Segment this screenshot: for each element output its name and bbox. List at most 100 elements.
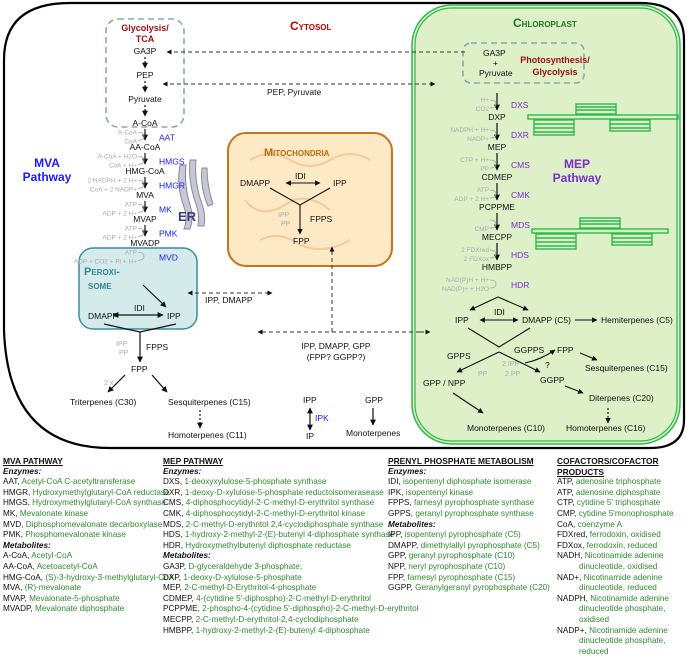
legend-abbr: GPP, <box>388 551 409 560</box>
legend-entry: NADPH, Nicotinamide adenine dinucleotide… <box>557 594 687 626</box>
legend-abbr: DXR, <box>163 488 185 497</box>
cofactor-in: H+ <box>481 97 490 104</box>
legend-prenyl: PRENYL PHOSPHATE METABOLISM Enzymes: IDI… <box>388 456 556 594</box>
gpp-npp: GPP / NPP <box>423 378 466 388</box>
legend-definition: ferrodoxin, oxidised <box>590 530 661 539</box>
gpps-label: GPPS <box>447 351 471 361</box>
legend-entry: CMS, 4-diphosphocytidyl-2-C-methyl-D-ery… <box>163 498 388 509</box>
metabolite-node: MVAP <box>133 214 157 224</box>
mep-ga3p: GA3P <box>483 48 506 58</box>
mito-fpp: FPP <box>293 236 310 246</box>
cofactor-in: ATP <box>125 225 137 232</box>
legend-definition: Nicotinamide adenine dinucleotide, reduc… <box>579 573 662 593</box>
legend-abbr: HMGS, <box>3 498 32 507</box>
legend-mep-enzymes: DXS, 1-deoxyxylulose-5-phosphate synthas… <box>163 477 388 551</box>
legend-definition: Mevalonate diphosphate <box>35 604 124 613</box>
mva-title-line1: MVA <box>34 156 60 170</box>
cofactor-in: 2 FDXred <box>461 247 489 254</box>
cofactor-out: CoA + 2 NADP+ <box>90 186 137 193</box>
legend-entry: AAT, Acetyl-CoA C-acetyltransferase <box>3 477 163 488</box>
chloroplast-title: Chloroplast <box>513 16 577 30</box>
legend-definition: ferrodoxin, reduced <box>587 541 658 550</box>
legend-definition: 2-C-methyl-D-erythritol 2,4-cyclodiphosp… <box>186 520 384 529</box>
sesquiterpenes-cytosol: Sesquiterpenes (C15) <box>168 397 251 407</box>
cofactor-in: NAD(P)H + H+ <box>446 277 489 284</box>
legend-abbr: HMGR, <box>3 488 33 497</box>
legend-abbr: CTP, <box>557 498 577 507</box>
legend-abbr: GA3P, <box>163 562 188 571</box>
legend-definition: isopentenyl pyrophosphate (C5) <box>405 530 521 539</box>
legend-entry: GA3P, D-glyceraldehyde 3-phosphate, <box>163 562 388 573</box>
legend-mep-title: MEP PATHWAY <box>163 456 388 467</box>
cytosol-ipp: IPP <box>303 395 317 405</box>
legend-abbr: FDXred, <box>557 530 590 539</box>
metabolite-node: HMG-CoA <box>125 166 165 176</box>
legend-definition: neryl pyrophosphate (C10) <box>408 562 505 571</box>
legend-entry: MEP, 2-C-methyl-D-Erythritol-4-phosphate <box>163 583 388 594</box>
enzyme-label: PMK <box>159 228 178 238</box>
mito-idi-label: IDI <box>295 171 306 181</box>
legend-abbr: GPPS, <box>388 509 415 518</box>
cofactor-in: CTP + H+ <box>460 157 489 164</box>
legend-abbr: AAT, <box>3 477 22 486</box>
legend-entry: HMG-CoA, (S)-3-hydroxy-3-methylglutaryl-… <box>3 573 163 584</box>
legend-cofactors-title: COFACTORS/COFACTOR PRODUCTS <box>557 456 687 477</box>
legend-entry: ATP, adenosine diphosphate <box>557 488 687 499</box>
diterpenes: Diterpenes (C20) <box>589 393 654 403</box>
legend-entry: DXR, 1-deoxy-D-xylulose-5-phosphate redu… <box>163 488 388 499</box>
legend-definition: 4-diphosphocytidyl-2-C-methyl-D-erythrit… <box>186 498 374 507</box>
legend-abbr: MVD, <box>3 520 26 529</box>
enzyme-label: HMGR <box>159 180 185 190</box>
transport-ipp-dmapp-label: IPP, DMAPP <box>205 295 253 305</box>
metabolite-node: A-CoA <box>132 118 157 128</box>
legend-abbr: CoA, <box>557 520 577 529</box>
legend-entry: IPK, isopentenyl kinase <box>388 488 556 499</box>
mitochondria-title: Mitochondria <box>264 147 330 159</box>
legend-abbr: NADPH, <box>557 594 590 603</box>
cofactor-out: ADP + CO2 + Pi + H+ <box>74 258 137 265</box>
mva-title-line2: Pathway <box>23 170 72 184</box>
metabolite-node: AA-CoA <box>130 142 161 152</box>
ipk-enzyme: IPK <box>315 413 329 423</box>
legend-entry: CoA, coenzyme A <box>557 520 687 531</box>
mva-fpps-label: FPPS <box>146 342 169 352</box>
legend-abbr: NADH, <box>557 551 585 560</box>
enzyme-label: AAT <box>159 132 175 142</box>
legend-entry: DXP, 1-deoxy-D-xylulose-5-phosphate <box>163 573 388 584</box>
metabolite-node: MVA <box>136 190 154 200</box>
legend-entry: AA-CoA, Acetoacetyl-CoA <box>3 562 163 573</box>
legend-prenyl-title: PRENYL PHOSPHATE METABOLISM <box>388 456 556 467</box>
legend-entry: HMGR, Hydroxymethylglutaryl-CoA reductas… <box>3 488 163 499</box>
legend-definition: 2-C-methyl-D-Erythritol-4-phosphate <box>184 583 316 592</box>
legend-definition: adenosine diphosphate <box>576 488 661 497</box>
legend-entry: IDI, isopentenyl diphosphate isomerase <box>388 477 556 488</box>
cofactor-in: A-CoA <box>118 129 138 136</box>
legend-definition: Nicotinamide adenine dinucleotide phosph… <box>579 626 668 656</box>
legend-entry: NADH, Nicotinamide adenine dinucleotide,… <box>557 551 687 572</box>
legend-abbr: FPP, <box>388 573 407 582</box>
mito-pp-out: PP <box>281 221 291 228</box>
mva-dmapp: DMAPP <box>88 311 119 321</box>
legend-abbr: AA-CoA, <box>3 562 37 571</box>
er-label: ER <box>178 209 197 224</box>
legend-abbr: IDI, <box>388 477 403 486</box>
legend-entry: HDS, 1-hydroxy-2-methyl-2-(E)-butenyl 4-… <box>163 530 388 541</box>
legend-entry: GGPP, Geranylgeranyl pyrophosphate (C20) <box>388 583 556 594</box>
legend-cofactors: COFACTORS/COFACTOR PRODUCTS ATP, adenosi… <box>557 456 687 657</box>
legend-abbr: GGPP, <box>388 583 415 592</box>
legend-definition: (S)-3-hydroxy-3-methylglutaryl-CoA <box>45 573 174 582</box>
legend-abbr: MK, <box>3 509 20 518</box>
legend-definition: Nicotinamide adenine dinucleotide, oxidi… <box>579 551 664 571</box>
legend-definition: Phosphomevalonate kinase <box>25 530 126 539</box>
mep-dmapp: DMAPP (C5) <box>522 315 571 325</box>
cofactor-out: NAD(P)+ + H2O <box>442 286 489 293</box>
legend-definition: 4-(cytidine 5'-diphospho)-2-C-methyl-D-e… <box>196 594 371 603</box>
ggpps-2pp-out: 2 PP <box>505 371 521 378</box>
legend-entry: HDR, Hydroxymethylbutenyl diphosphate re… <box>163 541 388 552</box>
cofactor-in: ATP <box>125 249 137 256</box>
enzyme-label: MDS <box>511 220 530 230</box>
mito-dmapp: DMAPP <box>240 178 271 188</box>
photosynthesis-title-line2: Glycolysis <box>532 67 577 77</box>
